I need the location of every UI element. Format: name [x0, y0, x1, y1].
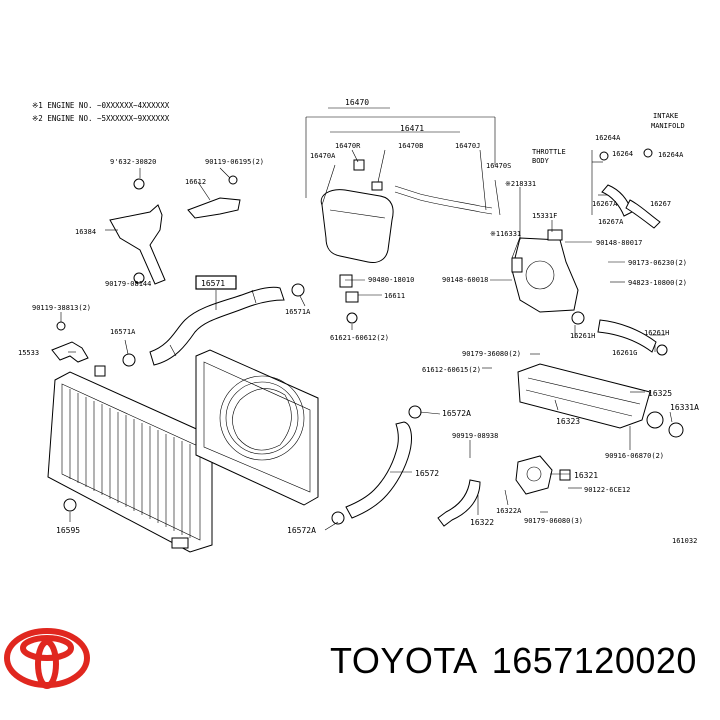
label-16470j: 16470J [455, 142, 480, 150]
clamp-16261h [656, 344, 668, 356]
hose-16261g [597, 319, 657, 353]
label-15533: 15533 [18, 349, 39, 357]
part-16611 [345, 291, 359, 303]
toyota-logo [4, 628, 90, 689]
leader-lines [60, 107, 673, 531]
footer-caption: TOYOTA 1657120020 [330, 640, 711, 682]
bolt-9632 [133, 178, 145, 190]
hose-clamp-16572a-top [408, 405, 422, 419]
label-9632: 9'632-30820 [110, 158, 156, 166]
label-16571a-right: 16571A [285, 308, 311, 316]
label-16470a: 16470A [310, 152, 336, 160]
label-16267: 16267 [650, 200, 671, 208]
label-manifold: MANIFOLD [651, 122, 685, 130]
label-16572a: 16572A [287, 526, 316, 535]
label-16261g: 16261G [612, 349, 637, 357]
label-90119-06195: 90119-06195(2) [205, 158, 264, 166]
radiator [47, 365, 213, 553]
part-16595 [63, 498, 77, 512]
engine-note-1: ※1 ENGINE NO. ~0XXXXXX~4XXXXXX [32, 101, 170, 110]
hose-clamp-16571a [122, 353, 136, 367]
bolt-61621 [346, 312, 358, 324]
part-90480 [339, 274, 353, 288]
label-16571a: 16571A [110, 328, 136, 336]
label-90916: 90916-06870(2) [605, 452, 664, 460]
label-16325: 16325 [648, 389, 672, 398]
label-body: BODY [532, 157, 550, 165]
bracket-16612 [187, 197, 241, 219]
label-16267a-2: 16267A [598, 218, 624, 226]
label-16595: 16595 [56, 526, 80, 535]
label-90119-38813: 90119-38813(2) [32, 304, 91, 312]
reserve-tank [320, 159, 493, 263]
label-90173: 90173-06230(2) [628, 259, 687, 267]
water-outlet-assembly [511, 229, 585, 325]
clamp-16264a-right [643, 148, 653, 158]
label-16322: 16322 [470, 518, 494, 527]
label-90179-36080: 90179-36080(2) [462, 350, 521, 358]
label-16264a-right: 16264A [658, 151, 684, 159]
bracket-16384 [109, 204, 166, 285]
label-16267a: 16267A [592, 200, 618, 208]
label-16612: 16612 [185, 178, 206, 186]
hose-clamp-16572a [331, 511, 345, 525]
label-94823: 94823-10800(2) [628, 279, 687, 287]
label-16611: 16611 [384, 292, 405, 300]
label-16470s: 16470S [486, 162, 511, 170]
label-16572: 16572 [415, 469, 439, 478]
label-61612: 61612-60615(2) [422, 366, 481, 374]
label-16571-highlighted: 16571 [201, 279, 225, 288]
label-16264a-top: 16264A [595, 134, 621, 142]
label-16321: 16321 [574, 471, 598, 480]
label-90122: 90122-6CE12 [584, 486, 630, 494]
label-90148: 90148-80017 [596, 239, 642, 247]
part-number: 1657120020 [491, 640, 697, 681]
label-16471: 16471 [400, 124, 424, 133]
bolt-90119 [228, 175, 238, 185]
label-16261h: 16261H [570, 332, 595, 340]
label-15331f: 15331F [532, 212, 557, 220]
bolt-90179 [133, 272, 145, 284]
label-16572a-top: 16572A [442, 409, 471, 418]
engine-note-2: ※2 ENGINE NO. ~5XXXXXX~9XXXXXX [32, 114, 170, 123]
hose-16267 [625, 199, 661, 229]
hose-clamp-16571a-right [291, 283, 305, 297]
label-116331: ※116331 [490, 230, 521, 238]
label-16322a: 16322A [496, 507, 522, 515]
label-16384: 16384 [75, 228, 96, 236]
label-16470: 16470 [345, 98, 369, 107]
water-inlet-housing [517, 363, 684, 438]
bolt-90119-38813 [56, 321, 66, 331]
upper-radiator-hose [149, 286, 285, 366]
label-16331a: 16331A [670, 403, 699, 412]
clamp-16264a-top [599, 151, 609, 161]
figure-number: 161032 [672, 537, 697, 545]
lower-radiator-hose [345, 421, 412, 519]
label-90919: 90919-08938 [452, 432, 498, 440]
label-16470r: 16470R [335, 142, 361, 150]
label-intake: INTAKE [653, 112, 678, 120]
label-throttle: THROTTLE [532, 148, 566, 156]
fan-shroud [195, 349, 319, 506]
brand-name: TOYOTA [330, 640, 478, 681]
label-90179: 90179-08144 [105, 280, 151, 288]
water-inlet-pipe [437, 455, 571, 527]
label-16323: 16323 [556, 417, 580, 426]
label-61621: 61621-60612(2) [330, 334, 389, 342]
label-90148-60018: 90148-60018 [442, 276, 488, 284]
label-16470b: 16470B [398, 142, 423, 150]
label-90480: 90480-18010 [368, 276, 414, 284]
label-16261h-top: 16261H [644, 329, 669, 337]
highlight-box-16571 [195, 275, 237, 290]
label-90179-06080: 90179-06080(3) [524, 517, 583, 525]
label-16264: 16264 [612, 150, 633, 158]
label-218331: ※218331 [505, 180, 536, 188]
